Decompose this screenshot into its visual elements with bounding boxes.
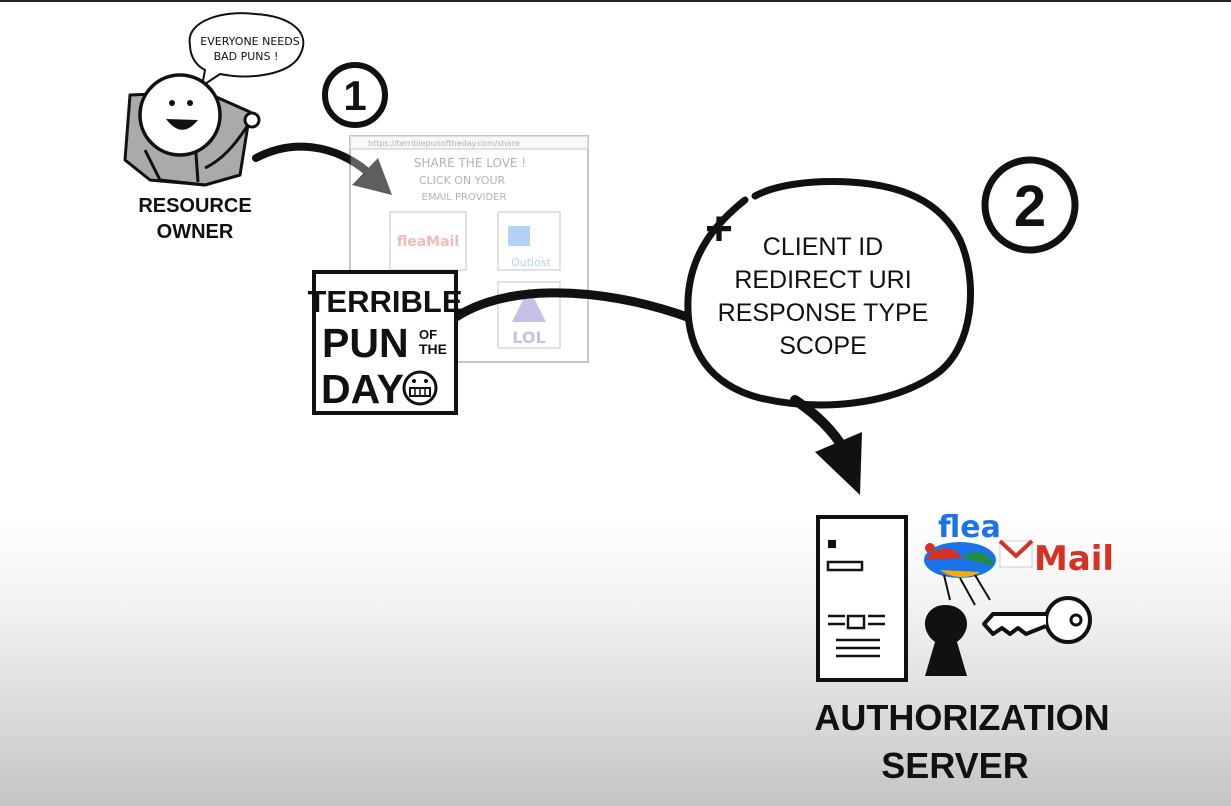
- fleamail-logo: flea Mail: [924, 510, 1114, 606]
- provider-lol-label: LOL: [512, 328, 545, 347]
- browser-heading-1: SHARE THE LOVE !: [414, 156, 526, 170]
- speech-bubble: EVERYONE NEEDS BAD PUNS !: [188, 12, 305, 89]
- browser-heading-3: EMAIL PROVIDER: [422, 192, 507, 203]
- provider-outlost-label: Outlost: [511, 256, 551, 269]
- fleamail-mail: Mail: [1034, 539, 1114, 579]
- params-bubble: CLIENT ID REDIRECT URI RESPONSE TYPE SCO…: [684, 178, 975, 409]
- auth-server-line2: SERVER: [881, 745, 1028, 786]
- flea-icon: [924, 542, 996, 606]
- top-border: [0, 0, 1231, 2]
- fleamail-flea: flea: [938, 510, 1001, 545]
- param-redirect-uri: REDIRECT URI: [734, 266, 911, 294]
- pun-logo-the: THE: [419, 341, 447, 357]
- resource-owner-line1: RESOURCE: [138, 195, 251, 217]
- server-icon: [816, 515, 908, 682]
- browser-page: https://terriblepunoftheday.com/share SH…: [349, 135, 589, 363]
- step-2-marker: 2: [981, 156, 1079, 254]
- pun-logo-day: DAY: [321, 366, 404, 412]
- pun-of-the-day-logo: TERRIBLE PUN OF THE DAY: [308, 270, 463, 415]
- key-icon: [982, 596, 1092, 644]
- person-head-icon: [138, 73, 222, 157]
- keyhole-icon: [924, 605, 968, 676]
- outlost-icon: [508, 226, 530, 246]
- resource-owner-figure: RESOURCE OWNER: [123, 73, 261, 243]
- auth-server-line1: AUTHORIZATION: [814, 697, 1109, 738]
- step-1-number: 1: [343, 72, 366, 119]
- gmail-envelope-icon: [998, 539, 1034, 568]
- speech-bubble-line1: EVERYONE NEEDS: [200, 35, 299, 48]
- step-2-number: 2: [1014, 174, 1046, 239]
- browser-heading-2: CLICK ON YOUR: [419, 174, 506, 187]
- pun-logo-line1: TERRIBLE: [308, 284, 463, 319]
- param-response-type: RESPONSE TYPE: [718, 299, 929, 327]
- browser-url: https://terriblepunoftheday.com/share: [368, 139, 520, 148]
- lol-icon: [512, 288, 546, 322]
- provider-outlost-tile: [497, 211, 561, 271]
- param-scope: SCOPE: [779, 332, 867, 360]
- arrow-client-to-params: [435, 288, 695, 335]
- provider-fleamail-label: fleaMail: [397, 234, 459, 250]
- speech-bubble-line2: BAD PUNS !: [214, 50, 279, 63]
- arrow-owner-to-browser: [252, 142, 376, 180]
- grimace-face-icon: [402, 370, 438, 406]
- param-client-id: CLIENT ID: [763, 233, 883, 261]
- pun-logo-pun: PUN: [322, 320, 409, 366]
- step-1-marker: 1: [322, 62, 388, 128]
- plus-icon: +: [705, 203, 733, 256]
- resource-owner-line2: OWNER: [157, 221, 234, 243]
- pun-logo-of: OF: [419, 327, 437, 342]
